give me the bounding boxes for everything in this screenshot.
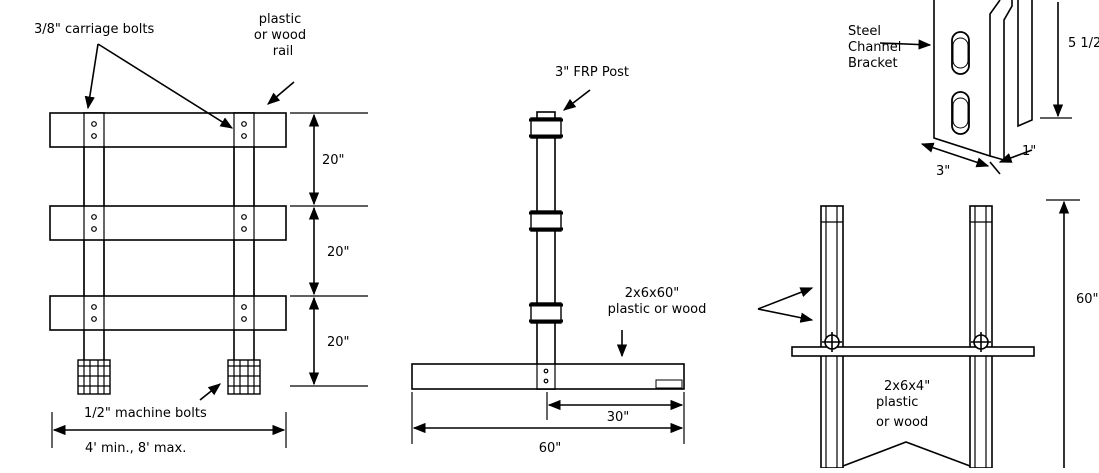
frp-post [536,111,556,390]
carriage-bolt-holes [91,121,247,322]
width-range-label: 4' min., 8' max. [85,441,186,456]
bracket-slot-lower [951,91,970,135]
front-rail-view: 3/8" carriage bolts plastic or wood rail… [34,12,368,456]
base-label-line2: plastic or wood [608,302,707,317]
base-label-line1: 2x6x60" [625,286,679,301]
cross-board [791,346,1035,357]
block-notch [842,441,971,467]
bracket-width-label: 3" [936,164,950,179]
block-label-line3: or wood [876,415,928,430]
rail-label-line3: rail [273,44,294,59]
carriage-bolts-label: 3/8" carriage bolts [34,22,154,37]
block-label-line1: 2x6x4" [884,379,930,394]
bracket-detail: Steel Channel Bracket 5 1/2" 3" 1" [848,0,1099,179]
spacing-label-2: 20" [327,245,350,260]
bracket-flange [1017,0,1033,128]
side-60-label: 60" [539,441,562,456]
side-view: 3" FRP Post 2x6x60" plastic or wood 30" … [411,65,707,456]
front-assembly-detail: 60" 2x6x4" plastic or wood [757,199,1099,469]
post-label: 3" FRP Post [555,65,629,80]
front-60-label: 60" [1076,292,1099,307]
bracket-height-label: 5 1/2" [1068,36,1099,51]
side-30-label: 30" [607,410,630,425]
bracket-depth-label: 1" [1022,144,1036,159]
post-clips [529,117,563,324]
bracket-slot-upper [951,31,970,75]
rail-label-line2: or wood [254,28,306,43]
post-foot-bracket-left [77,359,111,395]
bottom-rail [49,295,287,331]
left-post [83,112,105,376]
block-label-line2: plastic [876,395,918,410]
bracket-label-line1: Steel [848,24,881,39]
base-board [411,363,685,390]
rail-label-line1: plastic [259,12,301,27]
post-foot-bracket-right [227,359,261,395]
spacing-label-3: 20" [327,335,350,350]
right-post [233,112,255,376]
top-rail [49,112,287,148]
spacing-label-1: 20" [322,153,345,168]
machine-bolts-label: 1/2" machine bolts [84,406,207,421]
bracket-label-line2: Channel [848,40,901,55]
bracket-front-face [933,0,1001,158]
bracket-label-line3: Bracket [848,56,898,71]
middle-rail [49,205,287,241]
